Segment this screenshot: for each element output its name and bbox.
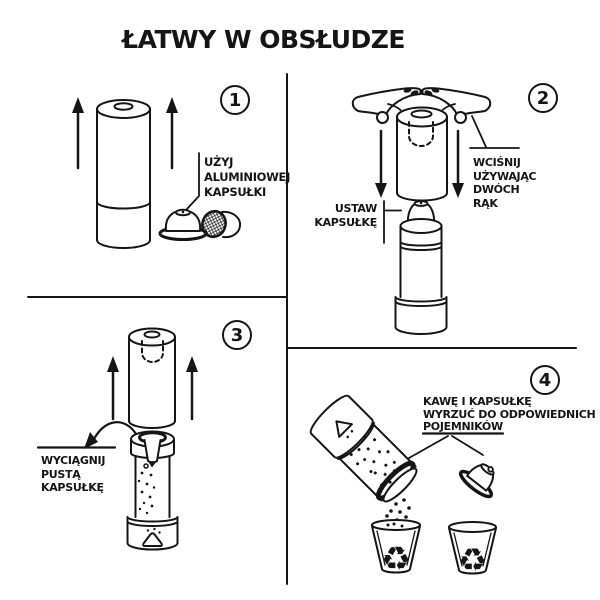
recycle-icon: ♻ (458, 541, 487, 579)
grinder-base-with-capsule (394, 200, 448, 335)
down-arrow-icon (375, 129, 464, 198)
capsule-icon (458, 463, 495, 499)
up-arrow-icon (72, 97, 178, 170)
step2-set-capsule-label: USTAW KAPSUŁKĘ (314, 202, 377, 229)
step2-illustration (351, 87, 520, 335)
step3-number: 3 (230, 324, 244, 346)
step3-label: WYCIĄGNIJ PUSTĄ KAPSUŁKĘ (41, 454, 106, 494)
press-leader-line (469, 115, 520, 149)
grinder-base-unit (126, 430, 179, 551)
tilted-grinder-pouring (309, 394, 418, 503)
empty-capsule-icon (143, 439, 162, 468)
grinder-upper-cylinder (396, 106, 448, 202)
step1-illustration (72, 97, 242, 249)
step3-illustration (36, 327, 198, 551)
step3-number-badge: 3 (222, 320, 252, 350)
step4-number: 4 (538, 369, 552, 391)
set-leader-line (383, 200, 402, 244)
recycling-bin-right: ♻ (448, 521, 497, 579)
step4-leader-lines (408, 435, 484, 459)
step4-label: KAWĘ I KAPSUŁKĘ WYRZUĆ DO ODPOWIEDNICH P… (423, 395, 596, 433)
step1-number-badge: 1 (220, 85, 250, 115)
coffee-dots (349, 435, 396, 487)
recycling-bin-left: ♻ (371, 519, 421, 578)
step4-number-badge: 4 (530, 365, 560, 395)
falling-coffee-dots (137, 463, 156, 515)
recycle-icon: ♻ (381, 539, 411, 578)
step2-number-badge: 2 (528, 83, 558, 113)
step2-number: 2 (536, 87, 550, 109)
coffee-pile-icon (335, 420, 354, 439)
divider-lines (27, 73, 577, 585)
step1-leader-line (185, 152, 200, 211)
grinder-upper-cylinder (128, 327, 176, 429)
capsule-bottom-icon (201, 209, 242, 239)
capsule-side-icon (158, 208, 208, 241)
step2-press-label: WCIŚNIJ UŻYWAJĄC DWÓCH RĄK (473, 156, 537, 210)
grinder-upper-cylinder (96, 99, 151, 249)
hands-icon (351, 87, 492, 124)
up-arrow-icon (107, 356, 198, 421)
step4-illustration: ♻ ♻ (309, 394, 505, 579)
pull-out-curved-arrow-icon (84, 421, 138, 449)
coffee-pile-icon (142, 527, 163, 547)
capsule-slot-dashed-outline (141, 340, 164, 363)
page-title: ŁATWY W OBSŁUDZE (122, 25, 405, 54)
step1-number: 1 (228, 89, 242, 111)
capsule-slot-dashed-outline (408, 121, 434, 147)
step1-label: UŻYJ ALUMINIOWEJ KAPSUŁKI (204, 155, 291, 199)
